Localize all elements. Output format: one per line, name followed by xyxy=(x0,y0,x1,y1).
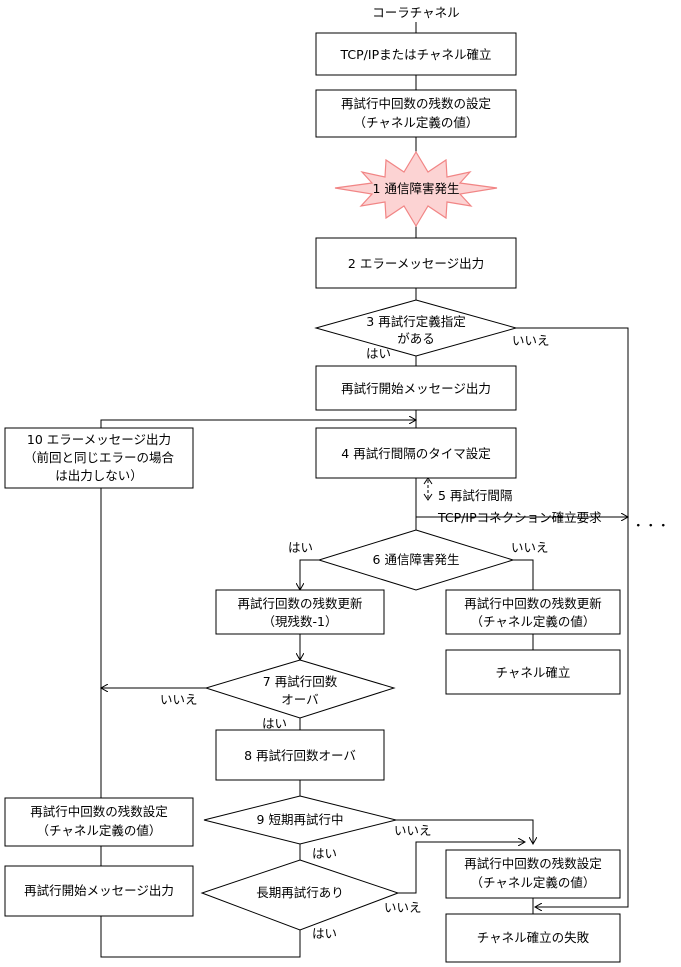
over-box: 8 再試行回数オーバ xyxy=(215,729,385,781)
establish-box: TCP/IPまたはチャネル確立 xyxy=(315,32,517,76)
right-set-text-1: 再試行中回数の残数設定 xyxy=(464,856,602,871)
left-set-box: 再試行中回数の残数設定 （チャネル定義の値） xyxy=(4,797,194,847)
err10-text-1: 10 エラーメッセージ出力 xyxy=(27,432,171,447)
update-mid-text-2: （チャネル定義の値） xyxy=(471,614,596,629)
no-label-3: いいえ xyxy=(512,333,550,348)
yes-label-6: はい xyxy=(288,540,313,555)
error-msg-text: 2 エラーメッセージ出力 xyxy=(348,256,484,271)
set-retry-text-1: 再試行中回数の残数の設定 xyxy=(341,96,491,111)
failure2-decision: 6 通信障害発生 xyxy=(317,529,515,591)
err10-box: 10 エラーメッセージ出力 （前回と同じエラーの場合 は出力しない） xyxy=(4,427,194,489)
right-set-box: 再試行中回数の残数設定 （チャネル定義の値） xyxy=(445,849,621,899)
left-set-text-2: （チャネル定義の値） xyxy=(37,823,162,838)
start-label: コーラチャネル xyxy=(372,5,459,20)
ellipsis: ・・・ xyxy=(632,518,670,533)
channel-established-text: チャネル確立 xyxy=(496,665,571,680)
err10-text-2: （前回と同じエラーの場合 xyxy=(24,450,175,465)
update-count-box: 再試行回数の残数更新 （現残数-1） xyxy=(215,589,385,635)
failure-text: 1 通信障害発生 xyxy=(373,181,460,196)
update-count-text-1: 再試行回数の残数更新 xyxy=(237,596,362,611)
fail-final-text: チャネル確立の失敗 xyxy=(477,930,590,945)
yes-label-9: はい xyxy=(312,846,337,861)
channel-established-box: チャネル確立 xyxy=(445,649,621,695)
retry-def-text-2: がある xyxy=(397,331,435,346)
tcp-request-label: TCP/IPコネクション確立要求 xyxy=(437,510,602,525)
failure2-text: 6 通信障害発生 xyxy=(373,552,460,567)
left-set-text-1: 再試行中回数の残数設定 xyxy=(30,804,168,819)
short-retry-text: 9 短期再試行中 xyxy=(257,812,344,827)
yes-label-3: はい xyxy=(366,346,391,361)
retry-start-msg-text: 再試行開始メッセージ出力 xyxy=(341,381,491,396)
no-label-6: いいえ xyxy=(511,540,549,555)
left-start-msg-text: 再試行開始メッセージ出力 xyxy=(24,883,174,898)
set-retry-box: 再試行中回数の残数の設定 （チャネル定義の値） xyxy=(315,89,517,138)
over-text: 8 再試行回数オーバ xyxy=(244,748,356,763)
over-check-decision: 7 再試行回数 オーバ xyxy=(204,659,396,719)
over-check-text-2: オーバ xyxy=(281,692,318,707)
right-set-text-2: （チャネル定義の値） xyxy=(471,875,596,890)
retry-def-decision: 3 再試行定義指定 がある xyxy=(314,299,518,357)
long-retry-text: 長期再試行あり xyxy=(256,885,344,900)
yes-label-long: はい xyxy=(312,926,337,941)
timer-set-text: 4 再試行間隔のタイマ設定 xyxy=(341,446,490,461)
update-mid-text-1: 再試行中回数の残数更新 xyxy=(464,596,602,611)
no-label-9: いいえ xyxy=(394,823,432,838)
interval-label: 5 再試行間隔 xyxy=(438,488,512,503)
no-label-long: いいえ xyxy=(384,900,422,915)
update-count-text-2: （現残数-1） xyxy=(263,614,338,629)
update-mid-box: 再試行中回数の残数更新 （チャネル定義の値） xyxy=(445,589,621,635)
fail-final-box: チャネル確立の失敗 xyxy=(445,913,621,963)
error-msg-box: 2 エラーメッセージ出力 xyxy=(315,237,517,289)
failure-burst: 1 通信障害発生 xyxy=(334,150,498,228)
long-retry-decision: 長期再試行あり xyxy=(200,859,400,931)
retry-start-msg-box: 再試行開始メッセージ出力 xyxy=(315,365,517,411)
left-start-msg-box: 再試行開始メッセージ出力 xyxy=(4,865,194,917)
over-check-text-1: 7 再試行回数 xyxy=(263,674,338,689)
timer-set-box: 4 再試行間隔のタイマ設定 xyxy=(315,427,517,479)
establish-text: TCP/IPまたはチャネル確立 xyxy=(340,47,492,62)
connectors xyxy=(101,22,628,958)
retry-def-text-1: 3 再試行定義指定 xyxy=(366,314,465,329)
short-retry-decision: 9 短期再試行中 xyxy=(203,795,397,845)
err10-text-3: は出力しない） xyxy=(55,468,143,483)
set-retry-text-2: （チャネル定義の値） xyxy=(354,115,479,130)
no-label-7: いいえ xyxy=(160,692,198,707)
yes-label-7: はい xyxy=(262,716,287,731)
